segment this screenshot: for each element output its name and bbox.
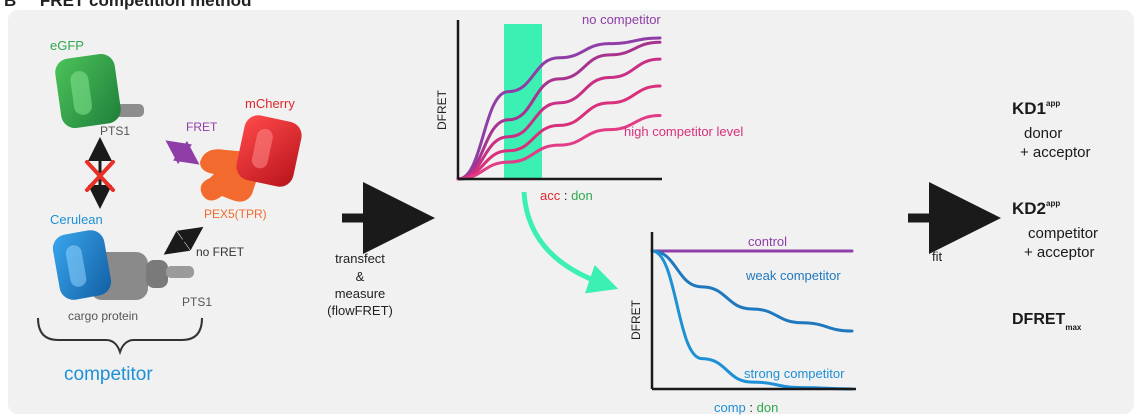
kd2-main: KD2 — [1012, 199, 1046, 218]
step-line-4: (flowFRET) — [327, 303, 393, 318]
chart2-xlabel-sep: : — [746, 400, 757, 415]
chart-acceptor-titration: DFRET acc : don no competitor high compe… — [435, 12, 743, 203]
annotation-high-competitor: high competitor level — [624, 124, 743, 139]
panel-header: B FRET competition method — [4, 0, 251, 11]
chart1-series-line-4 — [456, 84, 662, 181]
egfp-label: eGFP — [50, 38, 84, 53]
series-label-control: control — [748, 234, 787, 249]
chart1-xlabel: acc : don — [540, 188, 593, 203]
no-fret-label: no FRET — [196, 245, 245, 259]
no-fret-arrow — [163, 226, 204, 255]
chart1-ylabel: DFRET — [435, 89, 449, 130]
mcherry-label: mCherry — [245, 96, 295, 111]
series-label-weak: weak competitor — [745, 268, 841, 283]
pex5-label: PEX5(TPR) — [204, 207, 267, 221]
mcherry-protein-icon — [236, 115, 302, 187]
step-line-3: measure — [335, 286, 386, 301]
fret-arrow — [165, 140, 200, 165]
cerulean-label: Cerulean — [50, 212, 103, 227]
highlight-band — [504, 24, 542, 179]
results-list: KD1app donor + acceptor KD2app competito… — [1012, 99, 1098, 332]
pts1-label-top: PTS1 — [100, 124, 130, 138]
chart2-xlabel-don: don — [757, 400, 779, 415]
kd2-superscript: app — [1046, 199, 1060, 208]
kd2-desc-2: + acceptor — [1024, 244, 1094, 261]
cargo-protein-label: cargo protein — [68, 309, 138, 323]
panel-title: FRET competition method — [39, 0, 252, 10]
panel-letter: B — [4, 0, 17, 10]
egfp-protein-icon — [55, 53, 144, 129]
cerulean-protein-icon — [52, 230, 112, 300]
chart1-series-line-3 — [456, 57, 662, 181]
kd1-superscript: app — [1046, 99, 1060, 108]
annotation-no-competitor: no competitor — [582, 12, 661, 27]
kd2-desc-1: competitor — [1028, 225, 1098, 242]
dfret-subscript: max — [1065, 323, 1082, 332]
kd1-label: KD1app — [1012, 99, 1060, 118]
pts1-label-bottom: PTS1 — [182, 295, 212, 309]
chart-transition-arrow — [521, 191, 619, 294]
competitor-brace — [37, 317, 203, 356]
chart2-series-line-weak — [650, 249, 854, 333]
dfret-max-label: DFRETmax — [1012, 311, 1082, 332]
chart2-series-group — [650, 249, 854, 391]
kd1-main: KD1 — [1012, 99, 1046, 118]
chart1-xlabel-don: don — [571, 188, 593, 203]
dfret-main: DFRET — [1012, 311, 1066, 328]
chart1-xlabel-acc: acc — [540, 188, 561, 203]
chart-competitor-titration: DFRET comp : don control weak competitor… — [629, 232, 856, 415]
fret-label: FRET — [186, 120, 218, 134]
chart1-series-line-1 — [456, 36, 662, 181]
chart1-series-line-2 — [456, 40, 662, 181]
chart2-xlabel: comp : don — [714, 400, 778, 415]
step-line-2: & — [356, 269, 365, 284]
chart2-xlabel-comp: comp — [714, 400, 746, 415]
kd1-desc-1: donor — [1024, 125, 1062, 142]
series-label-strong: strong competitor — [744, 366, 845, 381]
chart1-xlabel-sep: : — [560, 188, 571, 203]
chart2-series-line-strong — [650, 249, 854, 391]
transfect-measure-caption: transfect & measure (flowFRET) — [327, 251, 393, 318]
chart1-series-group — [456, 36, 662, 181]
kd1-desc-2: + acceptor — [1020, 144, 1090, 161]
no-interaction-cross-icon — [85, 160, 115, 192]
competitor-label: competitor — [64, 364, 153, 385]
kd2-label: KD2app — [1012, 199, 1060, 218]
chart2-ylabel: DFRET — [629, 299, 643, 340]
step-line-1: transfect — [335, 251, 385, 266]
fit-label: fit — [932, 249, 943, 264]
chart1-series-line-5 — [456, 114, 662, 181]
